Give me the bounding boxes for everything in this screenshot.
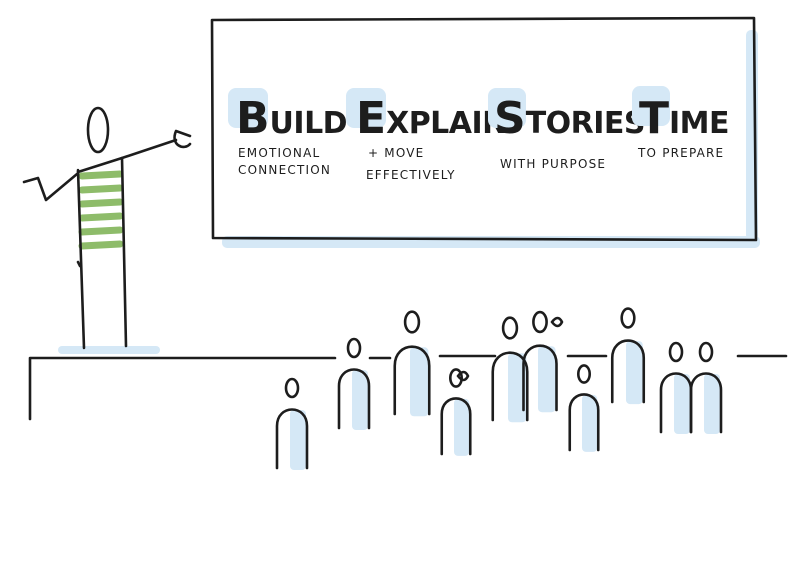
- audience-head: [448, 368, 463, 388]
- word-time-note-1: TO PREPARE: [637, 146, 724, 160]
- audience-member: [522, 310, 558, 413]
- audience-member: [337, 337, 371, 430]
- word-time-initial: T: [639, 93, 669, 144]
- presenter-right-arm: [76, 138, 178, 174]
- word-build-initial: B: [236, 93, 270, 144]
- presenter-figure: [22, 106, 192, 350]
- svg-text:EXPLAIN: EXPLAIN: [356, 93, 507, 144]
- audience-head: [532, 310, 548, 334]
- audience-head: [576, 364, 591, 384]
- audience-member: [689, 341, 723, 434]
- word-explain-note-1: + MOVE: [368, 146, 424, 160]
- word-build-note-1: EMOTIONAL: [238, 146, 320, 160]
- presenter-right-leg: [120, 156, 128, 348]
- audience-member: [440, 368, 472, 456]
- audience-head: [698, 341, 714, 363]
- presenter-left-leg: [76, 168, 86, 350]
- svg-text:TIME: TIME: [639, 93, 729, 144]
- word-time-rest: IME: [669, 106, 729, 141]
- audience-head: [668, 341, 684, 363]
- word-time: TIME TO PREPARE: [632, 86, 730, 160]
- audience-member: [275, 377, 309, 470]
- presenter-head: [86, 106, 110, 154]
- word-build: BUILD EMOTIONAL CONNECTION: [228, 88, 348, 177]
- audience-member: [491, 316, 529, 423]
- audience: [275, 307, 723, 470]
- presenter-pointing-hand: [173, 129, 192, 149]
- audience-head: [620, 307, 636, 329]
- word-stories: STORIES WITH PURPOSE: [488, 88, 646, 171]
- audience-body: [568, 393, 600, 452]
- audience-member: [610, 307, 646, 405]
- audience-body: [689, 372, 723, 434]
- audience-body: [337, 368, 371, 430]
- audience-head: [346, 337, 362, 359]
- audience-body: [275, 408, 309, 470]
- presenter-shirt-stripes: [78, 170, 124, 250]
- svg-text:BUILD: BUILD: [236, 93, 347, 144]
- audience-member: [568, 364, 600, 452]
- svg-text:STORIES: STORIES: [494, 93, 645, 144]
- audience-body: [440, 397, 472, 456]
- audience-body: [610, 339, 646, 404]
- stage: [28, 346, 788, 421]
- word-explain-rest: XPLAIN: [386, 106, 507, 141]
- audience-body: [522, 344, 558, 412]
- audience-doodle: [456, 370, 470, 382]
- presentation-screen: [210, 16, 760, 248]
- audience-head: [501, 316, 519, 340]
- word-stories-rest: TORIES: [526, 106, 645, 141]
- word-explain-initial: E: [356, 93, 386, 144]
- word-explain: EXPLAIN + MOVE EFFECTIVELY: [346, 88, 507, 182]
- audience-doodle: [550, 316, 564, 328]
- presenter-left-arm: [22, 172, 79, 202]
- audience-head: [403, 310, 421, 334]
- audience-head: [284, 377, 300, 399]
- audience-member: [659, 341, 693, 434]
- word-stories-initial: S: [494, 93, 526, 144]
- word-explain-note-2: EFFECTIVELY: [366, 168, 456, 182]
- audience-body: [393, 345, 431, 416]
- audience-member: [393, 310, 431, 417]
- word-build-rest: UILD: [270, 106, 348, 141]
- word-build-note-2: CONNECTION: [238, 163, 331, 177]
- word-stories-note-1: WITH PURPOSE: [500, 157, 606, 171]
- audience-body: [491, 351, 529, 422]
